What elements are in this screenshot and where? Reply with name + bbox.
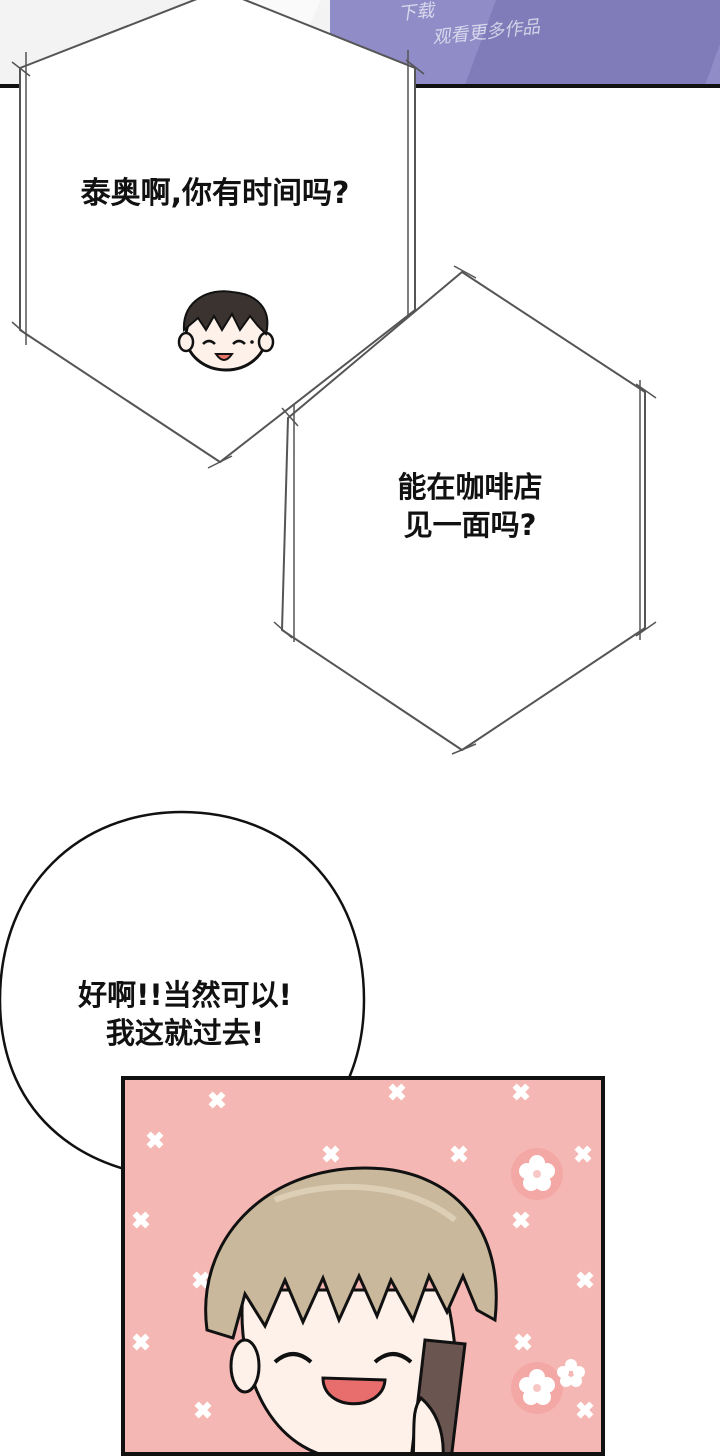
dialogue-text-2-line-2: 见一面吗? <box>403 508 537 542</box>
flower-1 <box>511 1148 563 1200</box>
pink-panel <box>121 1076 605 1456</box>
sparkle-pattern <box>132 1083 594 1419</box>
flower-3 <box>557 1359 585 1387</box>
flower-2 <box>511 1362 563 1414</box>
dialogue-text-3-line-1: 好啊!!当然可以! <box>78 978 292 1012</box>
dialogue-text-2-line-1: 能在咖啡店 <box>397 470 543 504</box>
hexagon-bubble-2 <box>273 265 657 755</box>
dialogue-text-3: 好啊!!当然可以! 我这就过去! <box>40 976 330 1052</box>
smiling-boy <box>204 1166 498 1452</box>
dialogue-text-2: 能在咖啡店 见一面吗? <box>360 468 580 544</box>
character-art <box>132 1083 594 1452</box>
dialogue-text-3-line-2: 我这就过去! <box>105 1016 265 1050</box>
dialogue-text-1: 泰奥啊,你有时间吗? <box>80 176 350 211</box>
chibi-boy-face <box>177 290 275 372</box>
